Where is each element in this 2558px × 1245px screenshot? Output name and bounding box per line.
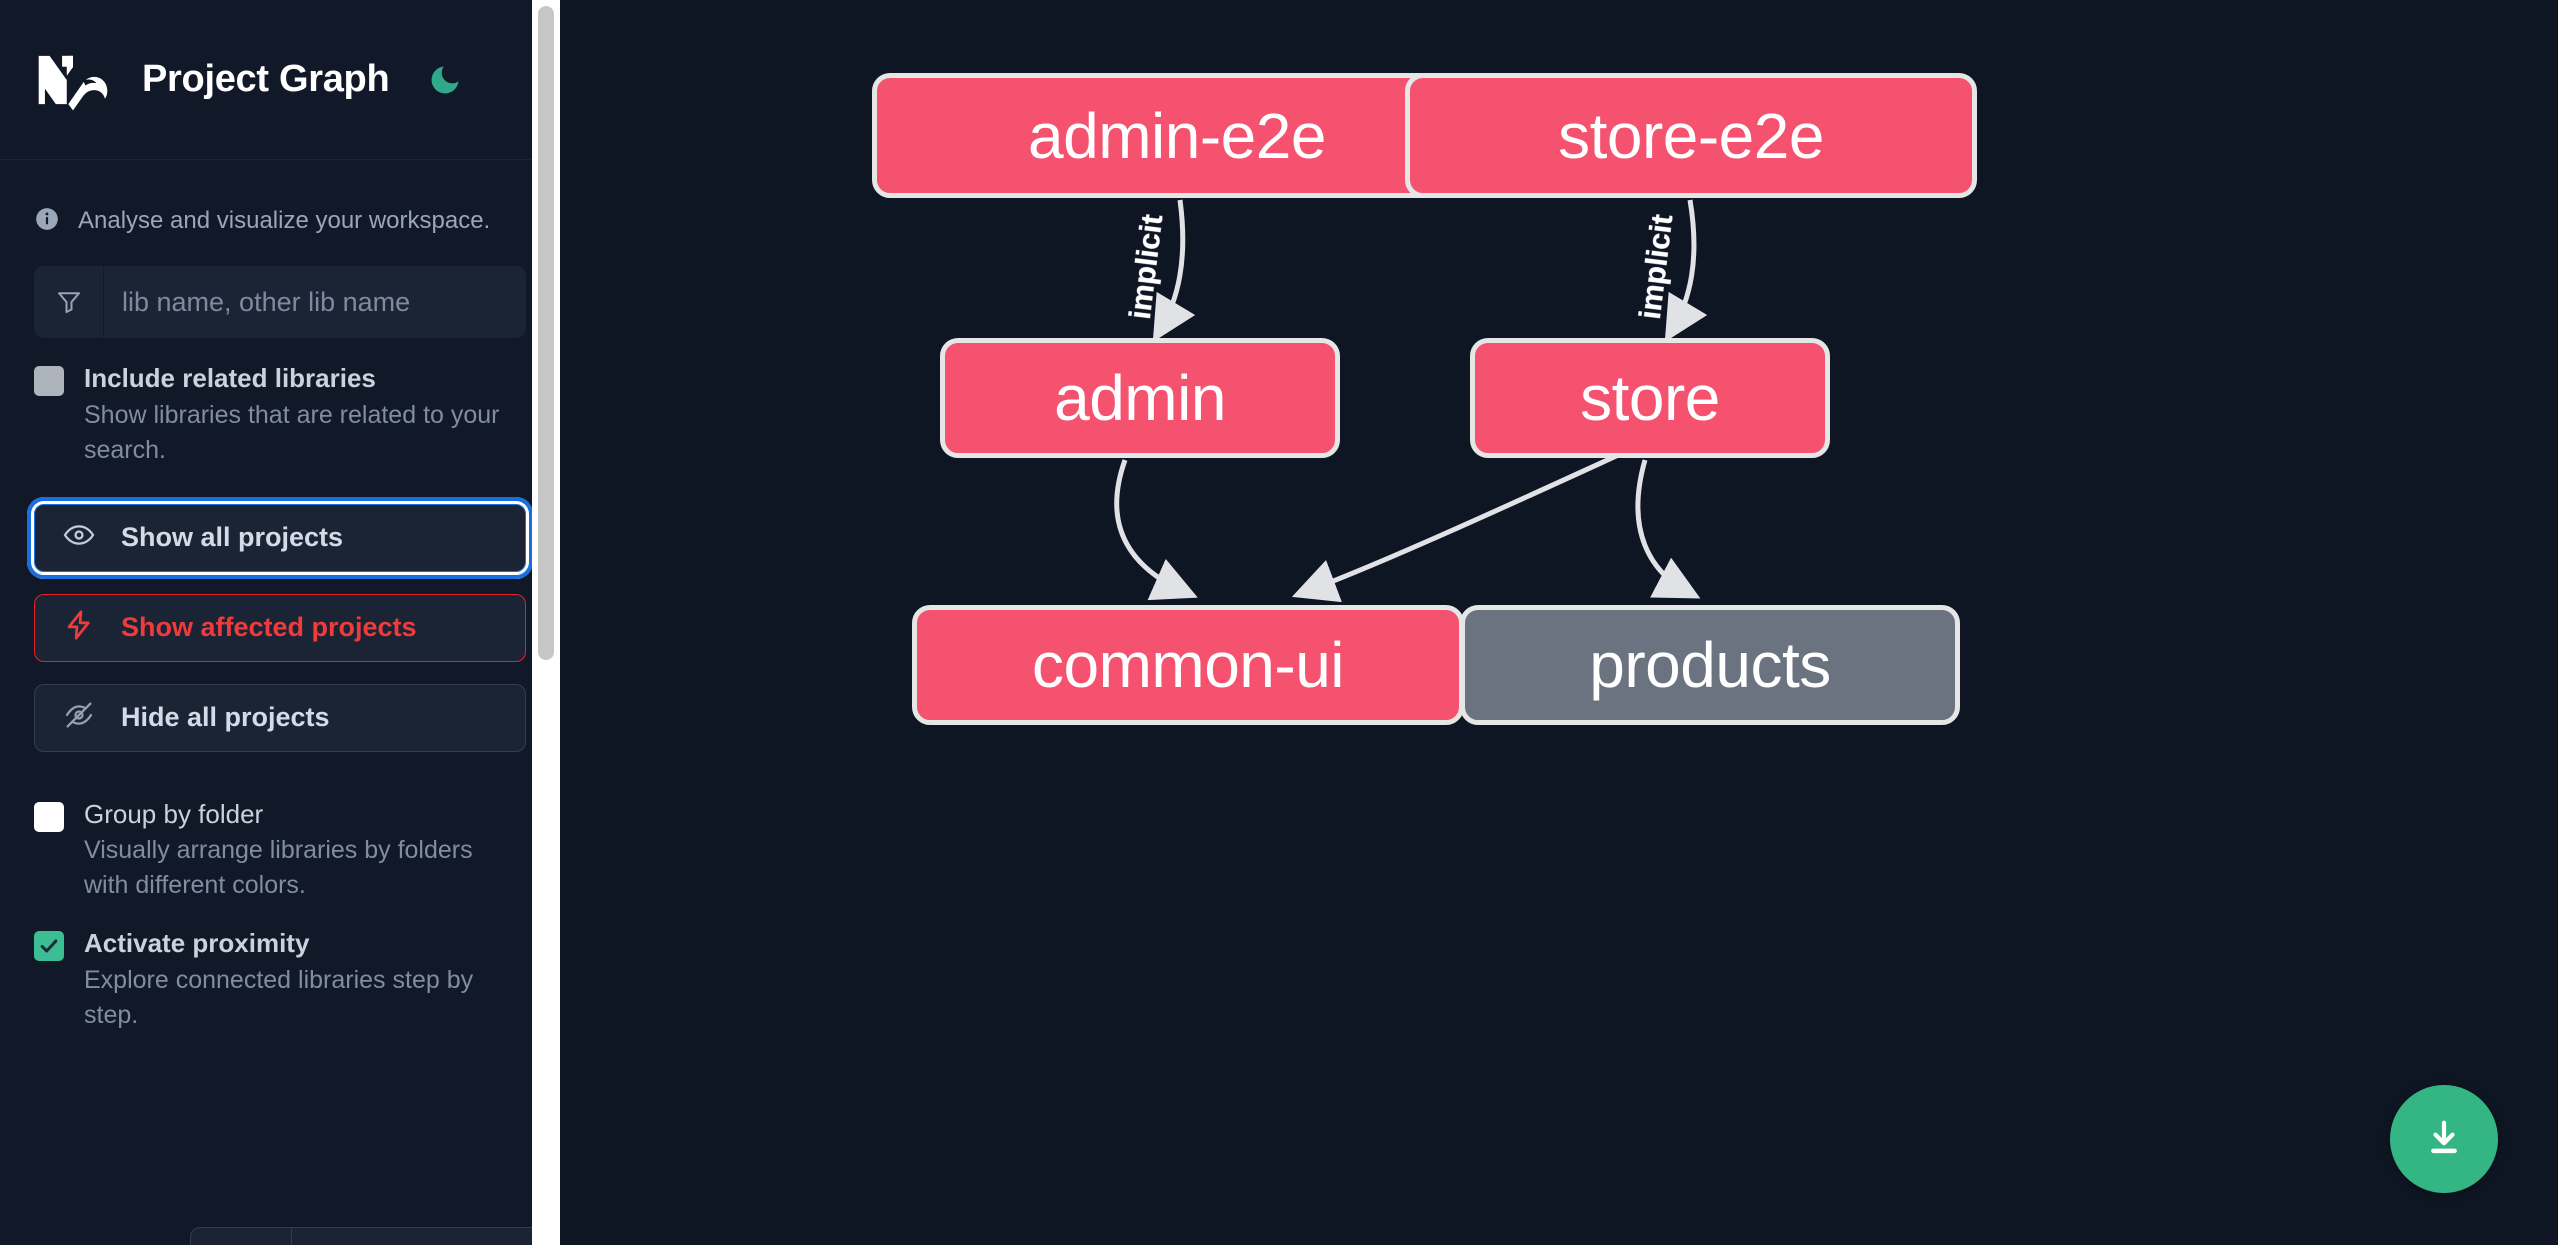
lightning-icon <box>63 609 95 646</box>
graph-node-label: store <box>1580 362 1720 434</box>
eye-icon <box>63 519 95 556</box>
graph-node-label: store-e2e <box>1558 99 1824 172</box>
hide-all-projects-label: Hide all projects <box>121 702 330 732</box>
eye-off-icon <box>63 699 95 736</box>
show-affected-projects-button[interactable]: Show affected projects <box>34 593 526 662</box>
graph-node-admin[interactable]: admin <box>940 338 1340 458</box>
download-icon <box>2431 1120 2457 1154</box>
edge-admin-common-ui <box>1114 459 1198 601</box>
graph-node-store[interactable]: store <box>1470 338 1830 458</box>
include-related-libraries-label: Include related libraries <box>84 363 376 393</box>
divider <box>291 1228 292 1245</box>
workspace-info: Analyse and visualize your workspace. <box>0 160 560 248</box>
group-by-folder-texts: Group by folder Visually arrange librari… <box>84 798 526 904</box>
nx-logo-icon <box>34 49 112 111</box>
edge-label-implicit: implicit <box>1634 213 1680 321</box>
sidebar-scrollbar[interactable] <box>532 0 560 1245</box>
page-title: Project Graph <box>142 58 390 100</box>
graph-canvas[interactable]: implicit implicit admin-e2e store-e2e ad… <box>560 0 2558 1245</box>
sidebar-scrollbar-thumb[interactable] <box>538 6 554 660</box>
checkbox-include-related-libraries-row: Include related libraries Show libraries… <box>0 338 560 468</box>
graph-node-admin-e2e[interactable]: admin-e2e <box>872 73 1482 198</box>
search-input[interactable] <box>104 266 526 338</box>
edge-store-products <box>1635 459 1701 599</box>
show-affected-projects-label: Show affected projects <box>121 612 417 642</box>
group-by-folder-checkbox[interactable] <box>34 801 64 832</box>
group-by-folder-description: Visually arrange libraries by folders wi… <box>84 836 473 899</box>
group-by-folder-label: Group by folder <box>84 798 264 829</box>
edge-label-implicit: implicit <box>1124 213 1170 321</box>
sidebar-header: Project Graph <box>0 0 560 160</box>
activate-proximity-checkbox[interactable] <box>34 931 64 961</box>
download-graph-button[interactable] <box>2390 1085 2498 1193</box>
include-related-libraries-checkbox[interactable] <box>34 366 64 396</box>
graph-node-products[interactable]: products <box>1460 605 1960 725</box>
graph-node-label: admin <box>1054 362 1226 434</box>
graph-edges: implicit implicit <box>1114 199 1708 603</box>
sidebar: Project Graph Analyse and visualize your… <box>0 0 560 1245</box>
hide-all-projects-button[interactable]: Hide all projects <box>34 683 526 752</box>
graph-node-label: products <box>1589 629 1831 701</box>
project-action-buttons: Show all projects Show affected projects <box>27 496 533 752</box>
filter-icon[interactable] <box>34 266 104 338</box>
moon-icon[interactable] <box>423 58 467 102</box>
info-icon <box>34 206 60 237</box>
include-related-libraries-description: Show libraries that are related to your … <box>84 400 500 464</box>
edge-store-common-ui <box>1291 449 1627 603</box>
checkbox-group-by-folder-row: Group by folder Visually arrange librari… <box>0 774 560 904</box>
activate-proximity-description: Explore connected libraries step by step… <box>84 965 474 1029</box>
checkbox-activate-proximity-row: Activate proximity Explore connected lib… <box>0 903 560 1033</box>
sidebar-bottom-partial-control[interactable] <box>190 1227 560 1245</box>
include-related-libraries-texts: Include related libraries Show libraries… <box>84 362 526 468</box>
activate-proximity-label: Activate proximity <box>84 928 310 958</box>
graph-node-store-e2e[interactable]: store-e2e <box>1405 73 1977 198</box>
edge-admin-e2e-admin <box>1152 199 1196 343</box>
workspace-info-text: Analyse and visualize your workspace. <box>78 207 491 235</box>
edge-store-e2e-store <box>1664 199 1708 343</box>
activate-proximity-texts: Activate proximity Explore connected lib… <box>84 927 526 1033</box>
graph-node-common-ui[interactable]: common-ui <box>912 605 1464 725</box>
show-all-projects-label: Show all projects <box>121 522 344 552</box>
filter-bar <box>34 266 526 338</box>
graph-node-label: admin-e2e <box>1028 99 1326 172</box>
graph-node-label: common-ui <box>1031 629 1345 701</box>
check-icon <box>40 939 58 953</box>
show-all-projects-button[interactable]: Show all projects <box>27 496 533 579</box>
